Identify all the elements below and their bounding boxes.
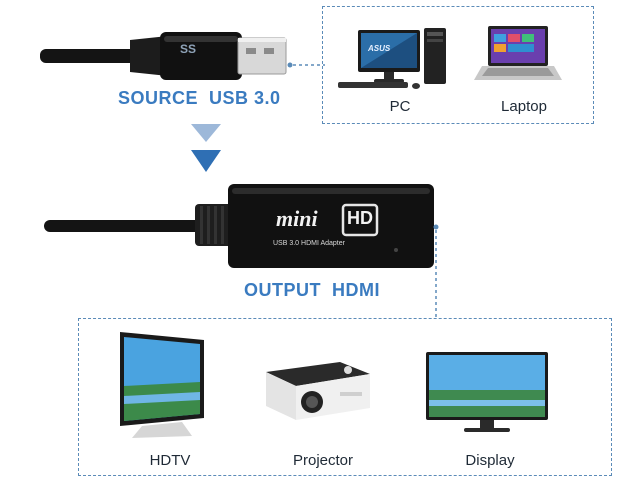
- hdtv-label: HDTV: [149, 452, 191, 469]
- source-devices-box: [322, 6, 594, 124]
- adapter-subtitle: USB 3.0 HDMI Adapter: [273, 240, 345, 247]
- down-arrow-icon: [191, 124, 221, 172]
- output-devices-box: [78, 318, 612, 476]
- adapter-brand-mini: mini: [276, 206, 318, 231]
- source-usb-label: SOURCE USB 3.0: [118, 88, 281, 108]
- usb-ss-logo: SS: [180, 42, 197, 56]
- output-hdmi-label: OUTPUT HDMI: [244, 280, 380, 300]
- laptop-icon: [474, 26, 562, 80]
- projector-icon: [266, 362, 370, 420]
- pc-screen-brand: ASUS: [368, 44, 391, 53]
- output-connector-line: [433, 224, 439, 318]
- connector-dot-line: [287, 62, 325, 68]
- hdmi-adapter-image: [44, 184, 434, 268]
- display-label: Display: [465, 452, 515, 469]
- adapter-brand-hd: HD: [347, 208, 373, 228]
- projector-label: Projector: [292, 452, 354, 469]
- laptop-label: Laptop: [501, 98, 547, 115]
- pc-label: PC: [389, 98, 411, 115]
- desktop-pc-icon: [338, 28, 446, 89]
- usb-cable-plug-image: [40, 32, 287, 80]
- hdtv-icon: [120, 332, 204, 438]
- display-monitor-icon: [426, 352, 548, 432]
